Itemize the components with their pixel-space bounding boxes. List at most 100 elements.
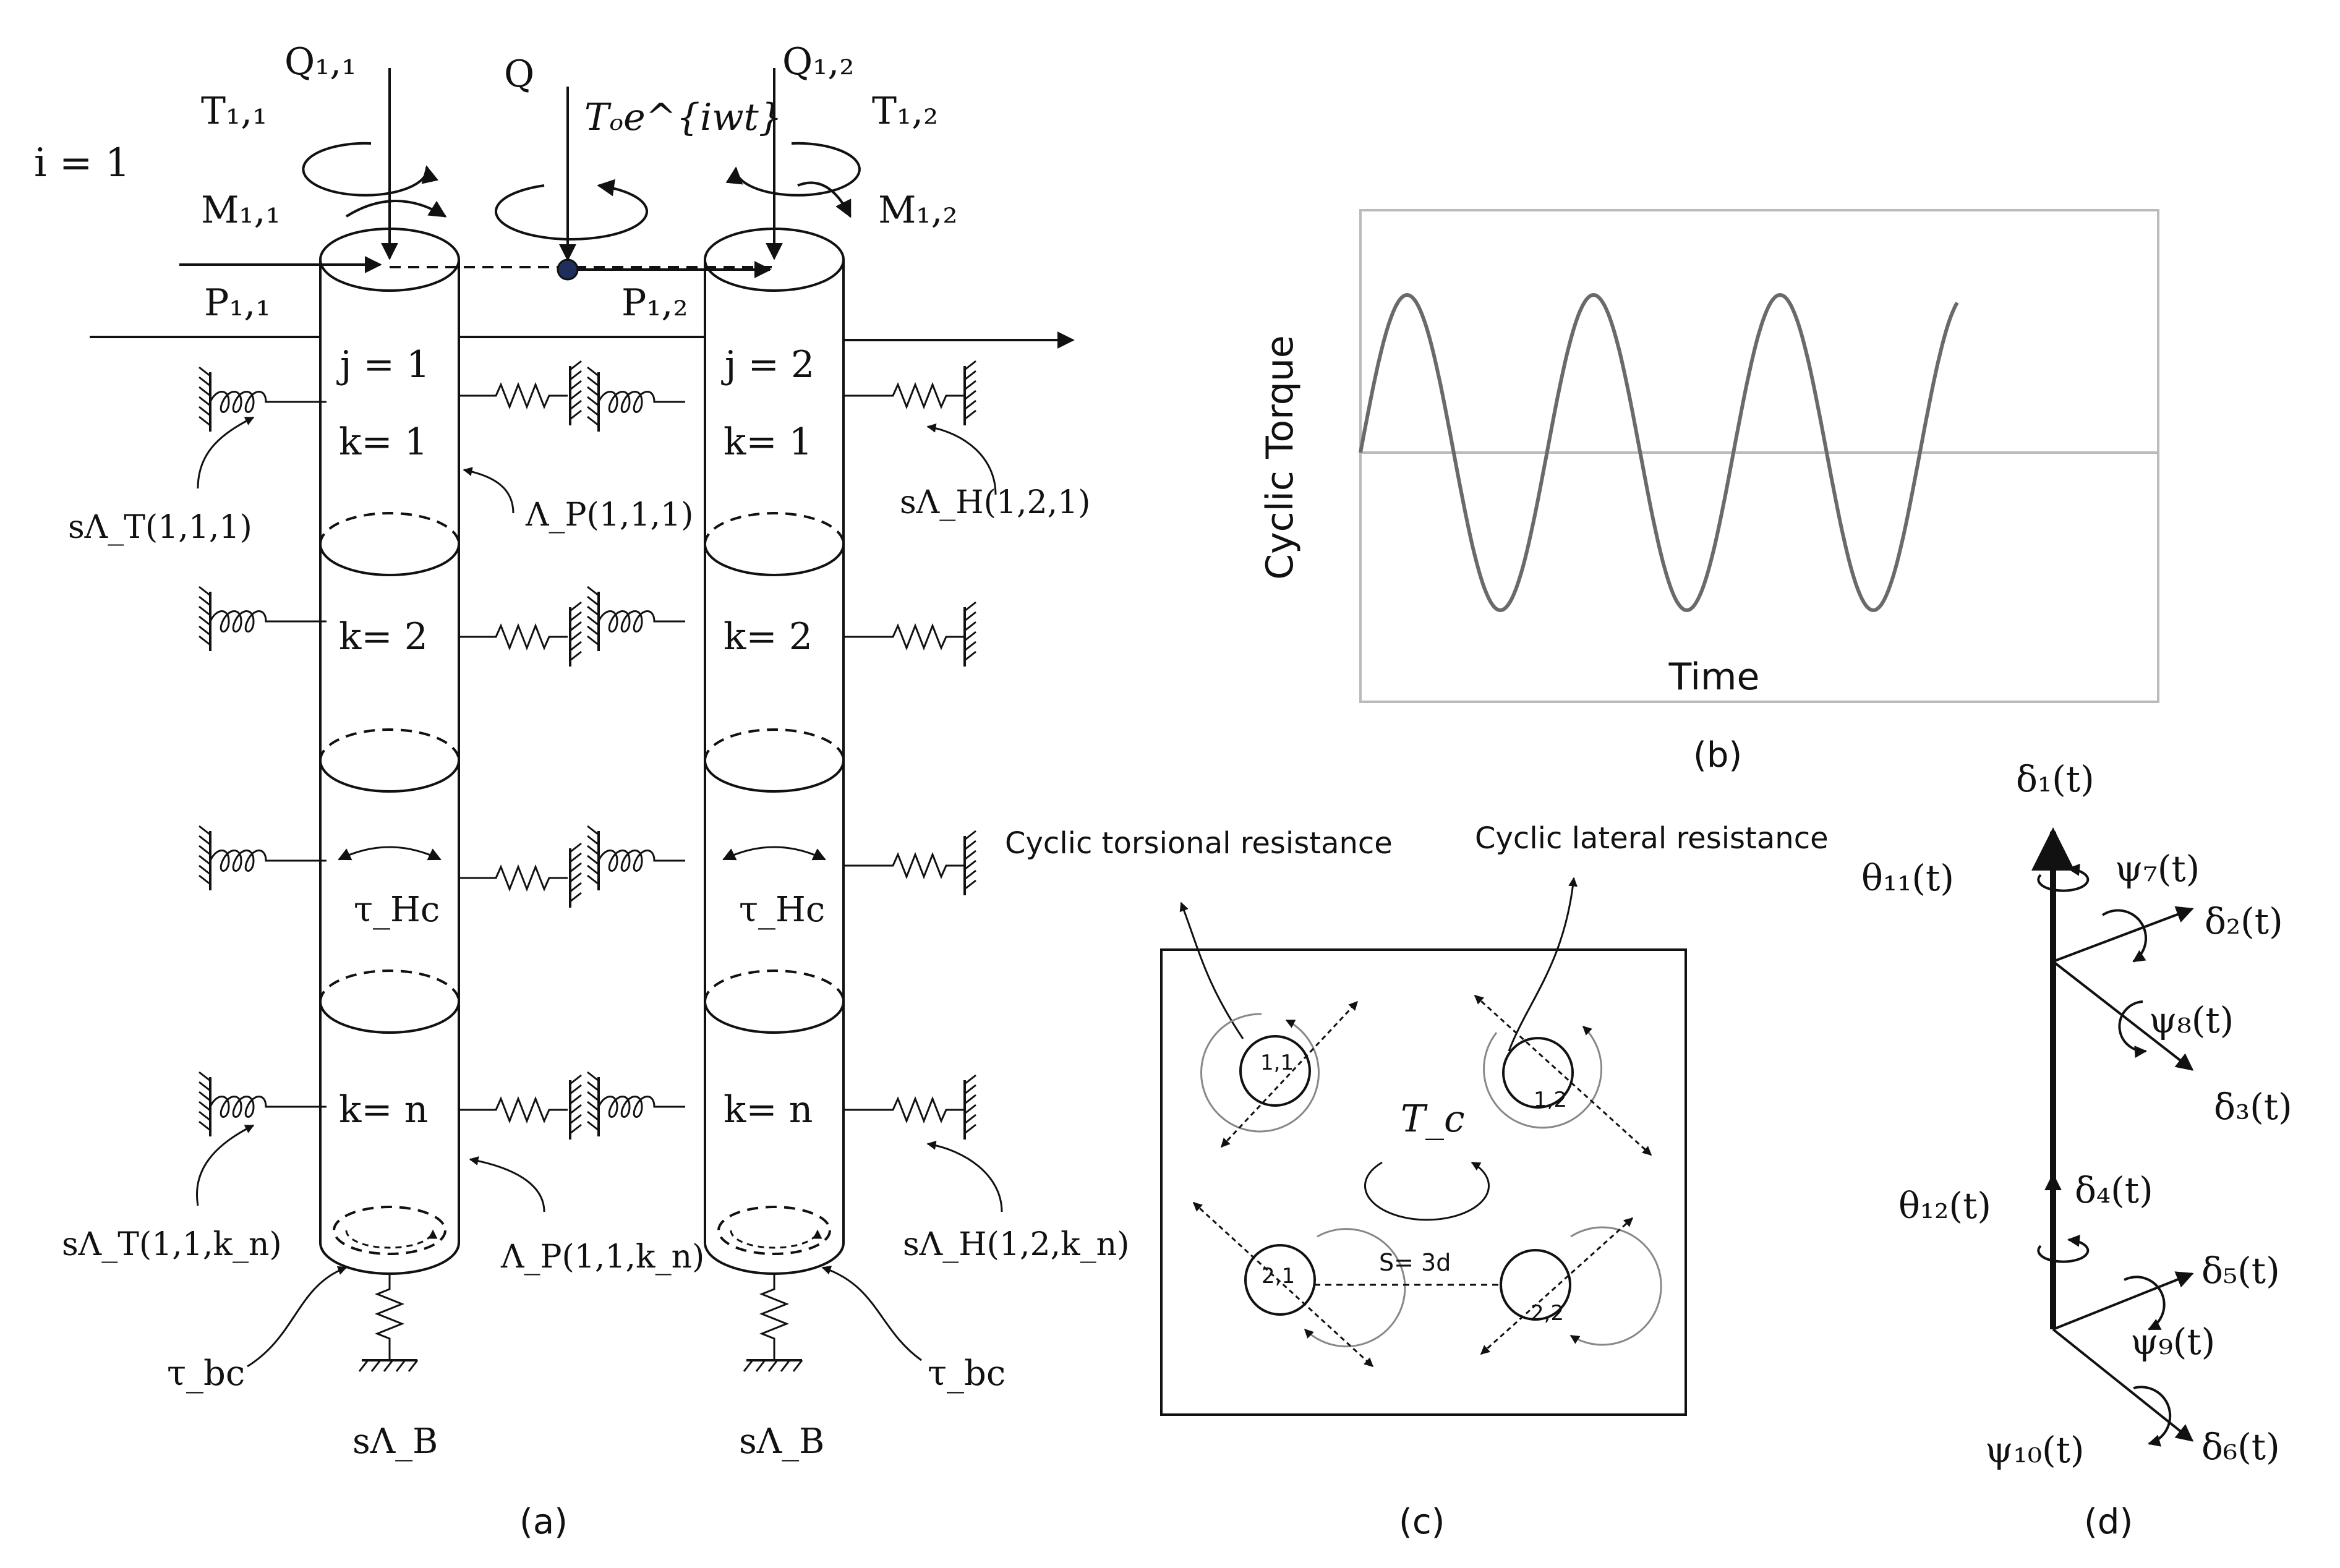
pile-plan-2-2: 2,2 [1480,1217,1662,1355]
label-spring-t-bot: sΛ_T(1,1,k_n) [62,1226,282,1263]
pile-plan-1-2: 1,2 [1474,994,1652,1156]
leader-h-bot [926,1140,1003,1212]
chart-frame [1359,209,2159,703]
label-torsional: Cyclic torsional resistance [1005,826,1393,861]
label-base-2: sΛ_B [739,1421,824,1462]
panel-c: Cyclic torsional resistance Cyclic later… [1005,821,1829,1542]
label-p8: ψ₈(t) [2149,999,2234,1041]
base-springs [358,1274,803,1372]
label-p12: P₁,₂ [621,281,688,325]
label-kn-pile2: k= n [724,1088,813,1131]
label-k2-pile1: k= 2 [339,615,428,658]
m12-moment-arrow [797,181,852,218]
caption-a: (a) [519,1502,568,1542]
label-p9: ψ₉(t) [2130,1321,2215,1363]
label-t12: T₁,₂ [872,90,938,133]
label-spacing: S= 3d [1379,1249,1451,1276]
label-j2: j = 2 [721,343,814,386]
xlabel: Time [1668,655,1760,699]
lateral-leader [1508,877,1578,1052]
label-d5: δ₅(t) [2201,1250,2280,1292]
label-p10: ψ₁₀(t) [1985,1429,2085,1471]
delta5-arrow [2052,1271,2194,1331]
pile-label-2-1: 2,1 [1262,1264,1295,1289]
label-tau-bc-2: τ_bc [928,1353,1006,1394]
pile-label-1-2: 1,2 [1534,1088,1567,1112]
t12-rotation-arrow [725,142,861,197]
panel-d: δ₁(t) θ₁₁(t) ψ₇(t) δ₂(t) ψ₈(t) δ₃(t) θ₁₂… [1861,758,2292,1542]
leader-p-bot [469,1156,545,1212]
label-d6: δ₆(t) [2201,1426,2280,1468]
ylabel: Cyclic Torque [1258,335,1302,580]
torsional-springs [199,366,685,1136]
m11-moment-arrow [345,200,447,218]
torsional-leader [1179,901,1244,1039]
caption-c: (c) [1399,1502,1445,1542]
label-tau-hc-2: τ_Hc [739,890,825,930]
leader-p-top [463,467,515,514]
label-k2-pile2: k= 2 [724,615,813,658]
panel-b: Cyclic Torque Time (b) [1258,209,2159,775]
label-j1: j = 1 [336,343,430,386]
caption-b: (b) [1693,735,1742,775]
panel-a: i = 1 Q₁,₁ T₁,₁ M₁,₁ P₁,₁ Q Tₒe^{iwt} Q₁… [34,40,1129,1542]
label-d3: δ₃(t) [2214,1086,2292,1128]
label-q12: Q₁,₂ [782,40,854,83]
pile-1-1 [319,228,460,1275]
label-tc: T_c [1401,1097,1465,1141]
tau-hc-arrow-2 [722,846,826,861]
leader-tau-bc-2 [821,1266,922,1361]
label-t11: T₁,₁ [201,90,267,133]
tau-hc-arrow-1 [338,846,442,861]
tc-rotation-arrow [1364,1161,1490,1221]
lateral-springs [459,360,976,1140]
label-k1-pile2: k= 1 [724,420,813,464]
delta2-arrow [2052,906,2194,963]
leader-tau-bc-1 [247,1266,348,1368]
pile-plan-2-1: 2,1 [1192,1201,1406,1368]
theta12-arrow [2037,1234,2090,1263]
load-point [557,258,579,281]
label-i: i = 1 [34,140,130,186]
label-d1: δ₁(t) [2016,758,2094,800]
label-spring-t-top: sΛ_T(1,1,1) [68,509,252,546]
label-th11: θ₁₁(t) [1861,857,1954,899]
psi7-arrow [2101,909,2148,963]
pile-label-2-2: 2,2 [1531,1301,1564,1326]
label-spring-p-top: Λ_P(1,1,1) [525,496,693,534]
pile-cap-plan [1160,948,1687,1416]
label-base-1: sΛ_B [352,1421,438,1462]
label-th12: θ₁₂(t) [1898,1185,1991,1227]
label-q: Q [504,53,534,96]
leader-h-top [926,423,997,495]
label-p11: P₁,₁ [204,281,271,325]
caption-d: (d) [2084,1502,2133,1542]
pile-label-1-1: 1,1 [1260,1050,1294,1075]
label-m11: M₁,₁ [201,189,281,232]
torque-rotation-arrow [495,179,648,241]
label-spring-h-top: sΛ_H(1,2,1) [900,484,1090,521]
pile-plan-1-1: 1,1 [1200,1000,1359,1148]
label-spring-p-bot: Λ_P(1,1,k_n) [500,1238,704,1276]
label-d4: δ₄(t) [2075,1169,2153,1211]
label-d2: δ₂(t) [2205,900,2283,942]
label-torque: Tₒe^{iwt} [584,96,782,139]
label-p7: ψ₇(t) [2115,848,2200,890]
leader-t-bot [196,1124,255,1206]
leader-t-top [197,416,255,489]
label-tau-hc-1: τ_Hc [354,890,440,930]
psi9-arrow [2124,1276,2166,1331]
label-tau-bc-1: τ_bc [167,1353,245,1394]
psi10-arrow [2133,1386,2172,1447]
label-q11: Q₁,₁ [284,40,356,83]
label-m12: M₁,₂ [878,189,958,232]
psi8-arrow [2118,1000,2147,1059]
cyclic-torque-curve [1359,292,1959,613]
label-kn-pile1: k= n [339,1088,428,1131]
label-k1-pile1: k= 1 [339,420,428,464]
theta11-arrow [2037,863,2090,892]
label-spring-h-bot: sΛ_H(1,2,k_n) [903,1226,1129,1263]
t11-rotation-arrow [302,142,438,197]
label-lateral: Cyclic lateral resistance [1475,821,1829,856]
